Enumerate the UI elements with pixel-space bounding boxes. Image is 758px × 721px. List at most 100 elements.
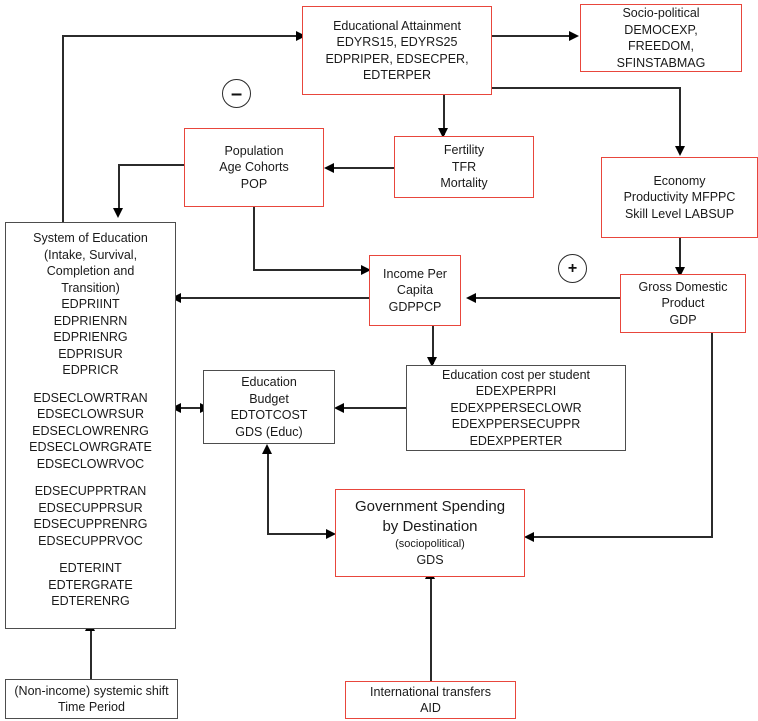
node-line: EDPRIENRN xyxy=(53,313,128,328)
node-line: EDSECLOWRSUR xyxy=(37,407,144,421)
node-line: GDPPCP xyxy=(388,299,442,314)
arrowhead-edbudget-in-right xyxy=(334,402,344,413)
edge-fertility-to-population xyxy=(330,167,394,169)
node-line: by Destination xyxy=(382,518,478,536)
node-fertility[interactable]: Fertility TFR Mortality xyxy=(394,136,534,198)
node-education-budget[interactable]: Education Budget EDTOTCOST GDS (Educ) xyxy=(203,370,335,444)
node-line: System of Education xyxy=(33,231,148,245)
edge-govspend-to-edbudget-vertical xyxy=(267,452,269,534)
edge-population-to-gdppcp-vertical xyxy=(253,207,255,270)
edge-soe-to-attainment-vertical xyxy=(62,35,64,222)
node-line: EDEXPPERSECLOWR xyxy=(450,400,582,415)
node-line: Government Spending xyxy=(354,498,506,516)
node-line: EDSECLOWRVOC xyxy=(36,456,145,471)
node-line: EDEXPPERTER xyxy=(469,433,563,448)
node-line: Mortality xyxy=(440,176,488,191)
node-line: Skill Level LABSUP xyxy=(624,206,735,221)
edge-attainment-to-sociopolitical xyxy=(491,35,573,37)
node-line: EDTERINT xyxy=(59,561,122,575)
edge-gdp-to-gdppcp xyxy=(472,297,622,299)
node-line: EDSECLOWRTRAN xyxy=(33,390,148,405)
node-line: SFINSTABMAG xyxy=(616,55,706,70)
node-line: Completion and xyxy=(46,264,135,278)
node-line: Time Period xyxy=(58,700,125,714)
node-line: FREEDOM, xyxy=(628,39,694,53)
node-line: EDSECUPPRTRAN xyxy=(34,484,147,498)
arrowhead-economy-in xyxy=(675,146,685,156)
edge-gdppcp-to-soe xyxy=(176,297,369,299)
edge-economy-to-gdp xyxy=(679,238,681,273)
node-line: Age Cohorts xyxy=(219,160,289,175)
arrowhead-gdppcp-in-right xyxy=(466,292,476,303)
node-line: Educational Attainment xyxy=(333,18,461,33)
arrowhead-soe-in-right-lower xyxy=(171,402,181,413)
node-line: Population xyxy=(224,143,284,158)
node-economy[interactable]: Economy Productivity MFPPC Skill Level L… xyxy=(601,157,758,238)
node-line: Education cost per student xyxy=(441,367,590,382)
edge-gdp-to-govspend-vertical xyxy=(711,333,713,537)
node-line: EDYRS15, EDYRS25 xyxy=(336,35,458,49)
node-line: EDTERGRATE xyxy=(48,577,133,592)
edge-population-to-soe-horizontal xyxy=(118,164,190,166)
node-income-per-capita[interactable]: Income Per Capita GDPPCP xyxy=(369,255,461,326)
arrowhead-edcost-in-top xyxy=(427,357,437,367)
node-socio-political[interactable]: Socio-political DEMOCEXP, FREEDOM, SFINS… xyxy=(580,4,742,72)
node-line: Education xyxy=(241,375,297,389)
node-line: GDS (Educ) xyxy=(235,424,303,439)
arrowhead-population-in-right xyxy=(324,162,334,173)
node-line: EDSECUPPRENRG xyxy=(33,517,148,531)
node-educational-attainment[interactable]: Educational Attainment EDYRS15, EDYRS25 … xyxy=(302,6,492,95)
arrowhead-sociopolitical-in xyxy=(569,30,579,41)
positive-feedback-sign: + xyxy=(558,254,587,283)
node-line: EDTERENRG xyxy=(51,594,130,608)
node-line: Product xyxy=(661,296,705,311)
node-line: Budget xyxy=(249,391,289,406)
node-population[interactable]: Population Age Cohorts POP xyxy=(184,128,324,207)
node-line: EDEXPPERSECUPPR xyxy=(451,417,581,432)
edge-attainment-to-fertility-vertical xyxy=(443,95,445,135)
node-line: TFR xyxy=(451,159,477,174)
arrowhead-fertility-in xyxy=(437,128,448,138)
node-line: EDSECLOWRGRATE xyxy=(29,440,152,454)
node-line: POP xyxy=(240,176,268,191)
node-line: EDSECLOWRENRG xyxy=(32,423,149,438)
node-education-cost-per-student[interactable]: Education cost per student EDEXPERPRI ED… xyxy=(406,365,626,451)
node-line: Economy xyxy=(653,173,706,188)
node-gross-domestic-product[interactable]: Gross Domestic Product GDP xyxy=(620,274,746,333)
node-line: Socio-political xyxy=(622,6,700,20)
edge-soe-to-attainment-horizontal xyxy=(62,35,300,37)
arrowhead-govspend-in-right xyxy=(524,531,534,542)
node-line: EDSECUPPRVOC xyxy=(38,533,143,548)
negative-feedback-sign: – xyxy=(222,79,251,108)
node-line: EDPRICR xyxy=(62,363,119,377)
edge-population-to-soe-vertical xyxy=(118,164,120,214)
arrowhead-gdp-in-top xyxy=(675,267,685,277)
node-government-spending[interactable]: Government Spending by Destination (soci… xyxy=(335,489,525,577)
edge-attainment-to-economy-vertical xyxy=(679,87,681,147)
node-systemic-shift[interactable]: (Non-income) systemic shift Time Period xyxy=(5,679,178,719)
node-line: (Non-income) systemic shift xyxy=(14,683,169,698)
node-system-of-education[interactable]: System of Education (Intake, Survival, C… xyxy=(5,222,176,629)
node-line: Fertility xyxy=(443,143,485,158)
node-international-transfers[interactable]: International transfers AID xyxy=(345,681,516,719)
edge-attainment-to-economy-horizontal xyxy=(491,87,681,89)
node-line: EDPRIPER, EDSECPER, xyxy=(325,51,469,66)
arrowhead-soe-in-top xyxy=(113,208,123,218)
node-line: GDS xyxy=(416,553,444,568)
node-line: EDPRIINT xyxy=(61,297,120,311)
node-line: Income Per xyxy=(383,266,447,281)
edge-population-to-gdppcp-horizontal xyxy=(253,269,364,271)
arrowhead-edbudget-in-bottom xyxy=(262,444,272,454)
node-line: EDSECUPPRSUR xyxy=(38,500,143,515)
arrowhead-attainment-in-left xyxy=(296,30,306,41)
node-line: Transition) xyxy=(61,280,120,295)
arrowhead-soe-in-right-upper xyxy=(171,292,181,303)
edge-edcost-to-edbudget xyxy=(340,407,407,409)
node-line: EDPRIENRG xyxy=(53,330,128,344)
edge-gdp-to-govspend-horizontal xyxy=(530,536,713,538)
node-line: GDP xyxy=(669,312,697,327)
node-line: (Intake, Survival, xyxy=(43,247,138,262)
node-line: EDEXPERPRI xyxy=(475,384,557,399)
node-line: Capita xyxy=(396,283,434,298)
